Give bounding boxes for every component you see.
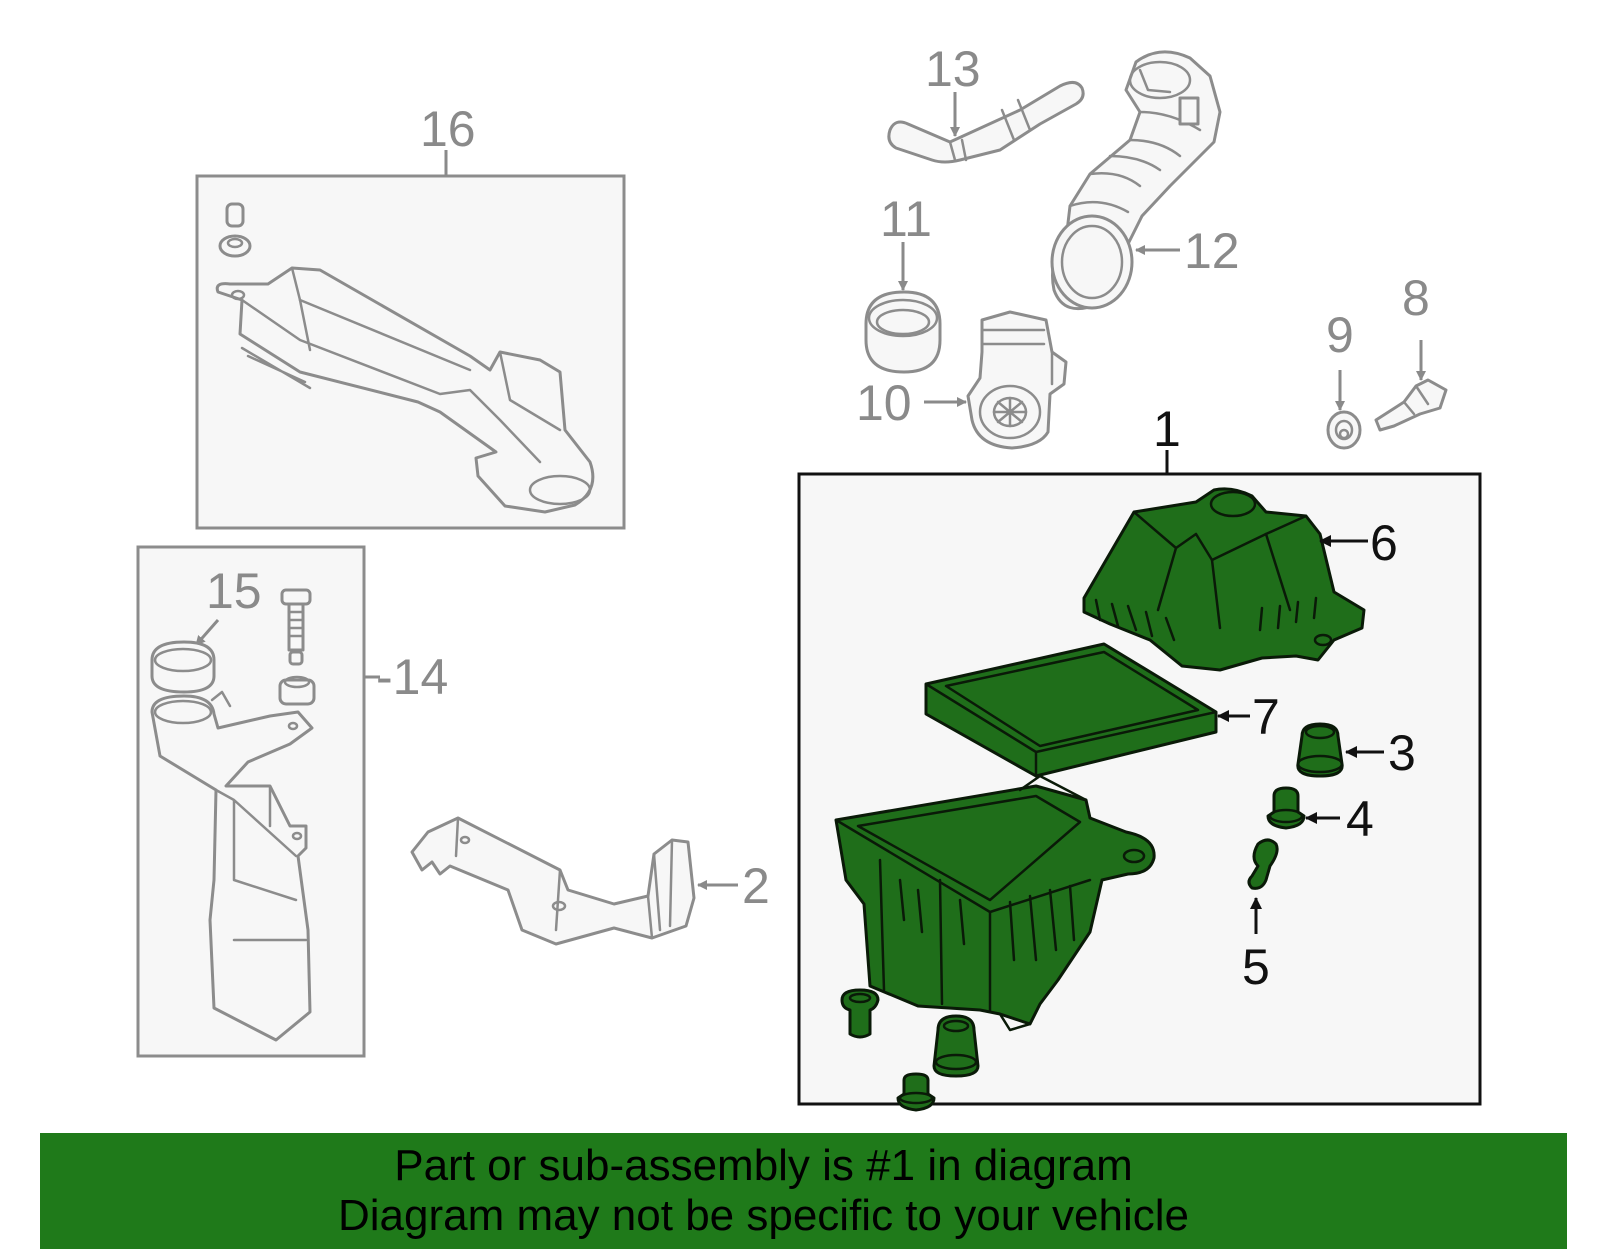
part-12-intake-hose[interactable]: 12 bbox=[1050, 50, 1240, 311]
grommet-small-b bbox=[932, 1014, 980, 1078]
callout-6: 6 bbox=[1370, 515, 1398, 571]
callout-9: 9 bbox=[1326, 307, 1354, 363]
part-11-clamp[interactable]: 11 bbox=[864, 191, 942, 374]
part-7-filter-element[interactable] bbox=[924, 642, 1218, 778]
grommet-small-a bbox=[840, 988, 880, 1039]
part-8-temp-sensor[interactable]: 8 bbox=[1374, 270, 1448, 432]
part-9-grommet[interactable]: 9 bbox=[1326, 307, 1362, 450]
callout-13: 13 bbox=[925, 41, 981, 97]
callout-4: 4 bbox=[1346, 791, 1374, 847]
part-2-bracket[interactable]: 2 bbox=[410, 816, 770, 946]
callout-2: 2 bbox=[742, 858, 770, 914]
callout-7: 7 bbox=[1252, 689, 1280, 745]
part-3-grommet[interactable] bbox=[1296, 722, 1344, 778]
part-5-clip[interactable] bbox=[1247, 838, 1279, 890]
resonator-part bbox=[150, 588, 316, 1042]
callout-1: 1 bbox=[1153, 401, 1181, 457]
callout-12: 12 bbox=[1184, 223, 1240, 279]
callout-11: 11 bbox=[880, 191, 932, 247]
callout-16: 16 bbox=[420, 101, 476, 157]
part-13-hose[interactable]: 13 bbox=[887, 41, 1085, 164]
group-1-air-cleaner-assembly[interactable]: 1 6 7 3 bbox=[797, 401, 1482, 1112]
callout-15: 15 bbox=[206, 563, 262, 619]
banner-line-1: Part or sub-assembly is #1 in diagram bbox=[394, 1141, 1133, 1190]
part-6-upper-cover[interactable] bbox=[1082, 487, 1366, 672]
callout-3: 3 bbox=[1388, 725, 1416, 781]
exploded-parts-diagram: 16 -14 15 bbox=[136, 41, 1482, 1112]
info-banner: Part or sub-assembly is #1 in diagram Di… bbox=[40, 1133, 1567, 1249]
lower-housing-part[interactable] bbox=[834, 774, 1156, 1032]
group-16-inlet-duct[interactable]: 16 bbox=[195, 101, 626, 530]
callout-5: 5 bbox=[1242, 939, 1270, 995]
part-4-grommet[interactable] bbox=[1266, 786, 1306, 830]
inlet-duct-part bbox=[215, 202, 595, 514]
banner-line-2: Diagram may not be specific to your vehi… bbox=[337, 1191, 1190, 1240]
part-10-maf-sensor[interactable]: 10 bbox=[856, 310, 1068, 450]
callout-14: -14 bbox=[376, 649, 448, 705]
group-14-resonator[interactable]: -14 15 bbox=[136, 545, 448, 1058]
callout-8: 8 bbox=[1402, 270, 1430, 326]
callout-10: 10 bbox=[856, 375, 912, 431]
grommet-small-c bbox=[896, 1072, 936, 1112]
